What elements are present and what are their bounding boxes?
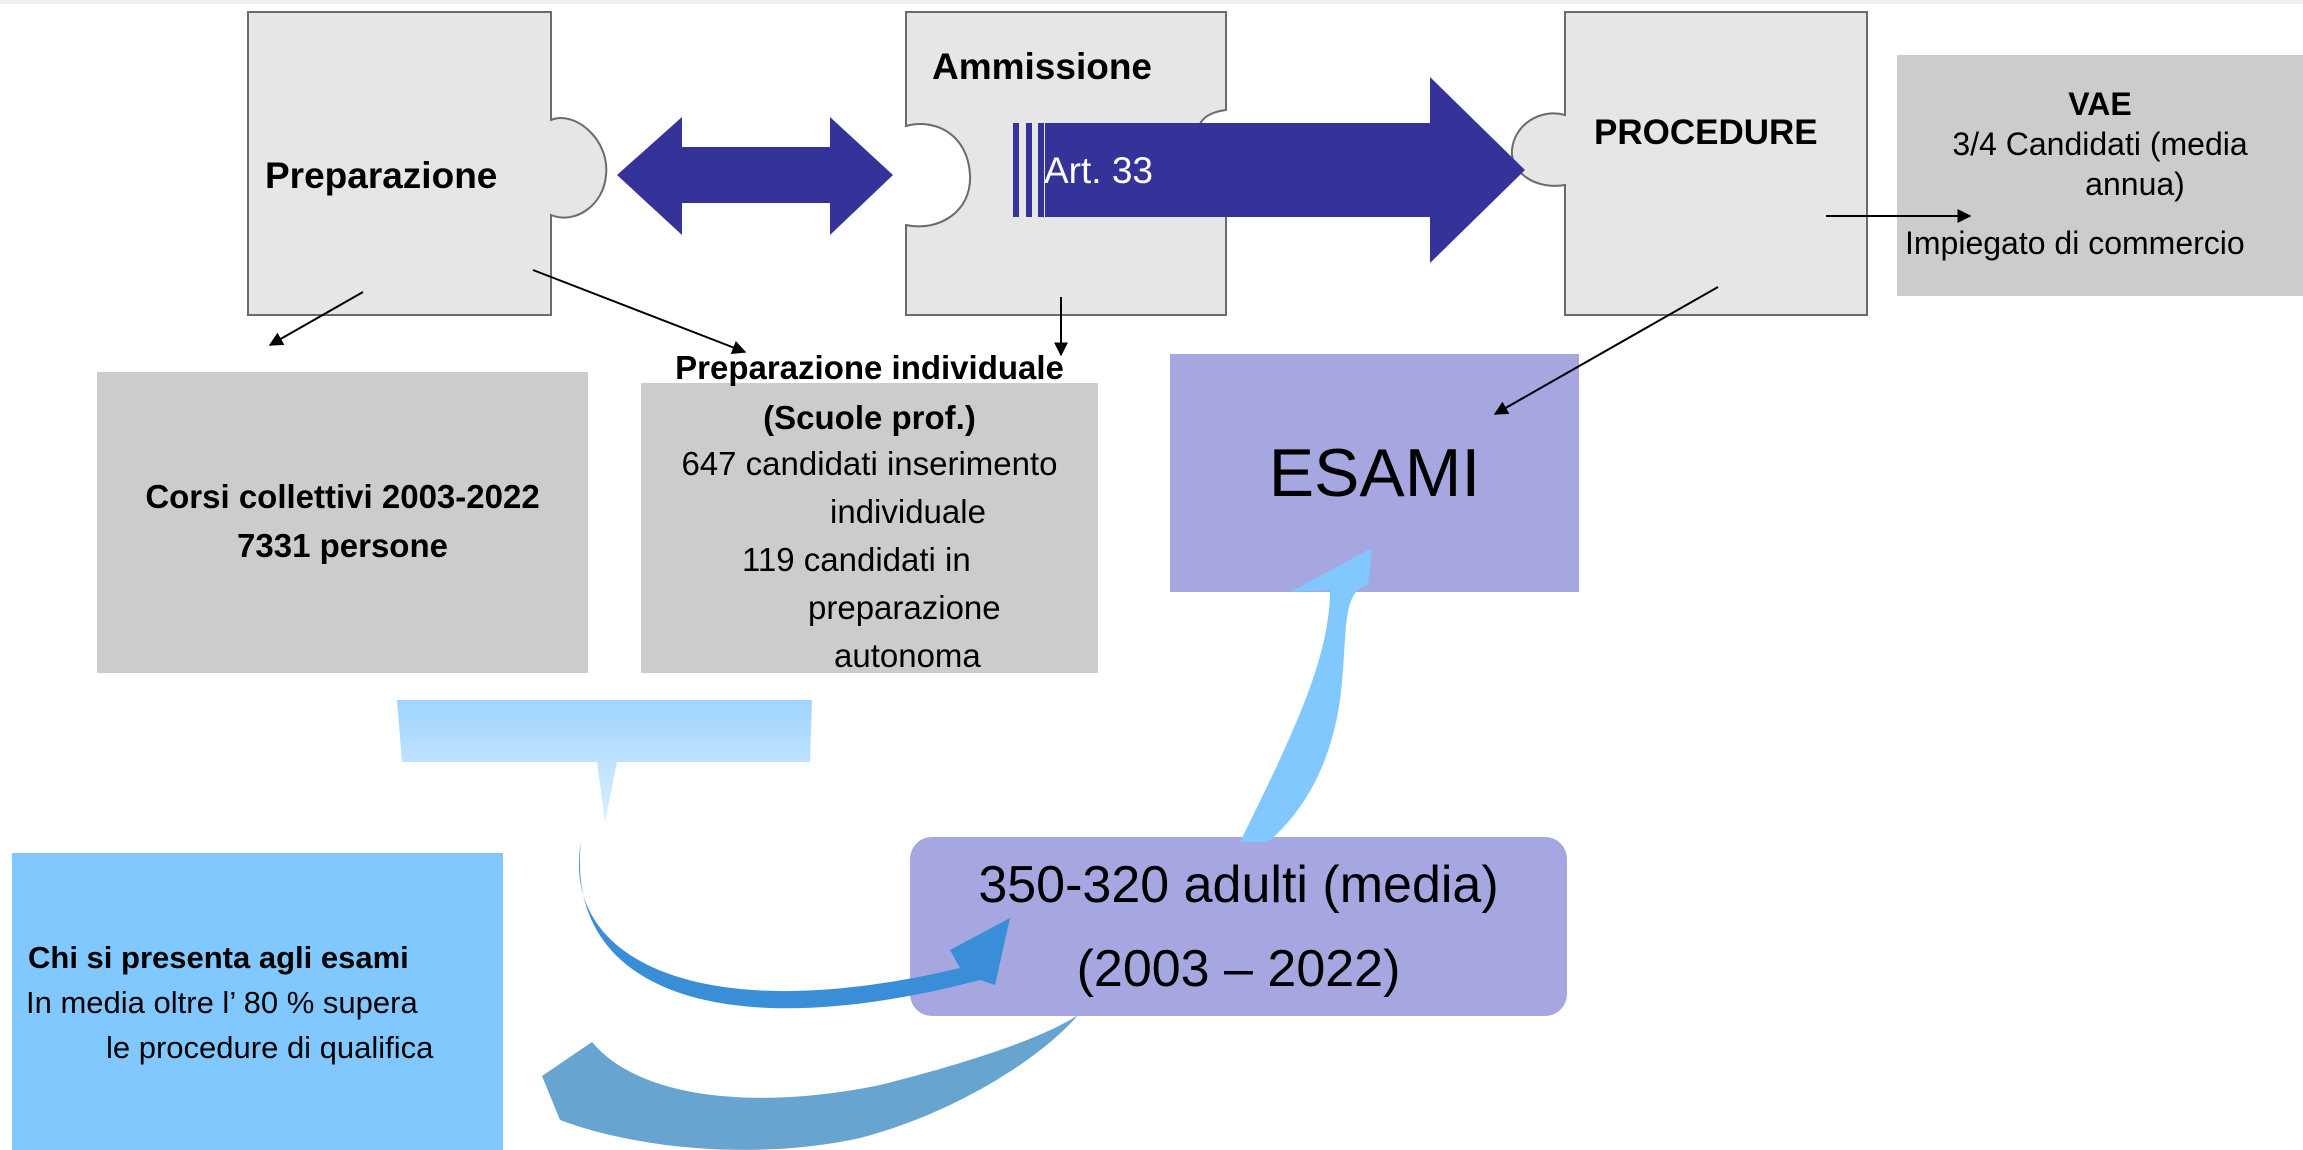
- individuale-box: [641, 383, 1098, 673]
- individuale-line-4: preparazione: [808, 589, 1001, 626]
- individuale-title-2: (Scuole prof.): [763, 399, 976, 436]
- ammissione-label: Ammissione: [932, 46, 1153, 87]
- adulti-box: [910, 837, 1567, 1016]
- vae-line-2: annua): [2085, 166, 2185, 202]
- puzzle-piece-procedure: [1510, 11, 1868, 316]
- connector-line-4: [1493, 286, 1719, 415]
- individuale-title: Preparazione individuale (Scuole prof.): [641, 343, 1098, 443]
- corsi-line-1: Corsi collettivi 2003-2022: [145, 478, 540, 515]
- chi-title: Chi si presenta agli esami: [28, 940, 409, 975]
- corsi-text: Corsi collettivi 2003-2022 7331 persone: [97, 472, 588, 570]
- chi-box: [12, 853, 503, 1150]
- bottom-sweep-arrow: [542, 1015, 1078, 1150]
- esami-box: [1170, 354, 1579, 592]
- art33-arrow: [1045, 77, 1525, 263]
- art33-stripe-2: [1026, 123, 1032, 217]
- art33-stripe-3: [1038, 123, 1044, 217]
- chi-text: Chi si presenta agli esami In media oltr…: [12, 935, 503, 1070]
- corsi-box: [97, 372, 588, 673]
- individuale-body: 647 candidati inserimento individuale 11…: [641, 440, 1098, 680]
- vae-line-3: Impiegato di commercio: [1905, 225, 2245, 261]
- individuale-line-5: autonoma: [834, 637, 981, 674]
- top-strip: [0, 0, 2303, 4]
- preparazione-label: Preparazione: [265, 155, 498, 196]
- procedure-label: PROCEDURE: [1594, 113, 1818, 152]
- adulti-line-1: 350-320 adulti (media): [978, 855, 1499, 914]
- double-arrow: [617, 117, 893, 235]
- blue-banner: [397, 700, 812, 822]
- vae-text: VAE 3/4 Candidati (media annua): [1897, 84, 2303, 204]
- vae-line-1: 3/4 Candidati (media: [1952, 126, 2248, 162]
- corsi-line-2: 7331 persone: [237, 527, 448, 564]
- adulti-line-2: (2003 – 2022): [1076, 939, 1401, 998]
- connector-line-2: [532, 269, 747, 354]
- individuale-line-1: 647 candidati inserimento: [681, 445, 1058, 482]
- vae-title: VAE: [2068, 86, 2132, 122]
- esami-label: ESAMI: [1268, 435, 1481, 511]
- curved-arrow-to-esami: [1240, 548, 1372, 842]
- individuale-line-2: individuale: [830, 493, 986, 530]
- chi-line-1: In media oltre l’ 80 % supera: [26, 985, 418, 1020]
- puzzle-piece-preparazione: [247, 11, 608, 316]
- individuale-line-3: 119 candidati in: [742, 541, 971, 578]
- adulti-text: 350-320 adulti (media) (2003 – 2022): [910, 837, 1567, 1016]
- vae-box: [1897, 55, 2303, 296]
- chi-line-2: le procedure di qualifica: [106, 1030, 434, 1065]
- individuale-title-1: Preparazione individuale: [675, 349, 1064, 386]
- art33-label: Art. 33: [1044, 150, 1153, 191]
- art33-stripe-1: [1013, 123, 1019, 217]
- connector-line-1: [268, 291, 364, 346]
